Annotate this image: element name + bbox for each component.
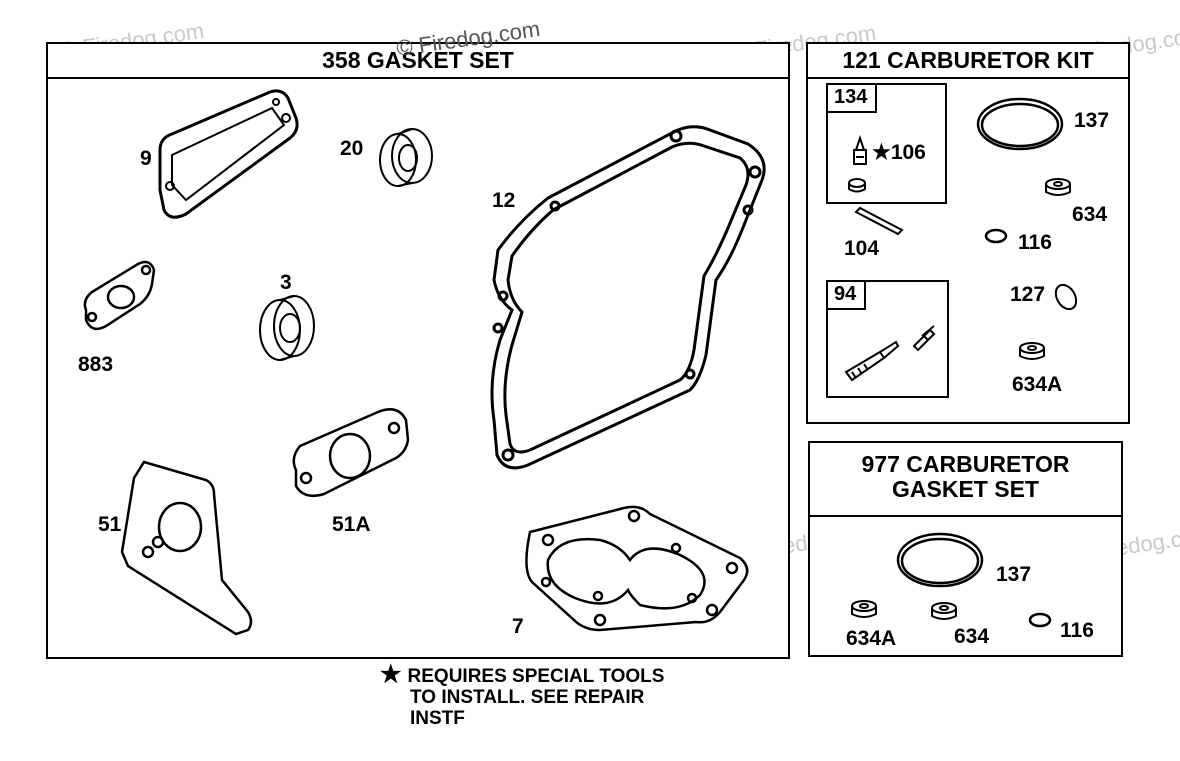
part-137-bowl-gasket	[976, 97, 1064, 151]
carburetor-kit-title: 121 CARBURETOR KIT	[808, 44, 1128, 79]
part-12-crankcase-gasket	[490, 125, 766, 470]
note-line-3: INSTF	[410, 708, 465, 729]
part-634a-washer	[1019, 342, 1045, 360]
gasket-634a	[851, 600, 877, 618]
kit-94-tag: 94	[828, 282, 867, 310]
gasket-634	[931, 602, 957, 620]
kit-94-box: 94	[826, 280, 949, 398]
label-12: 12	[492, 189, 516, 212]
part-134-seat	[848, 178, 866, 193]
label-104: 104	[844, 237, 880, 260]
part-51-spacer-gasket	[120, 460, 253, 636]
part-104-pin	[854, 206, 904, 236]
part-106-inlet-needle	[853, 134, 867, 165]
part-634-washer	[1045, 178, 1071, 196]
label-51a: 51A	[332, 513, 371, 536]
label-634: 634	[1072, 203, 1108, 226]
carburetor-gasket-set-panel: 977 CARBURETOR GASKET SET	[808, 441, 1123, 657]
carburetor-gasket-title-line2: GASKET SET	[892, 476, 1039, 502]
part-116-oring	[984, 228, 1008, 244]
carburetor-kit-panel: 121 CARBURETOR KIT	[806, 42, 1130, 424]
part-20-oil-seal	[379, 128, 433, 187]
part-127-welch-plug	[1054, 283, 1078, 311]
label-116: 116	[1018, 231, 1052, 254]
label-20: 20	[340, 137, 364, 160]
label-127: 127	[1010, 283, 1046, 306]
label-106: ★106	[872, 141, 926, 164]
part-94-mixture-screw	[844, 325, 936, 382]
label-9: 9	[140, 147, 152, 170]
part-3-oil-seal	[259, 295, 315, 361]
label-3: 3	[280, 271, 292, 294]
gasket-137	[896, 532, 984, 588]
label-883: 883	[78, 353, 114, 376]
label-634a: 634A	[1012, 373, 1063, 396]
star-icon: ★	[380, 661, 402, 688]
part-883-intake-gasket	[83, 260, 156, 331]
note-line-2: TO INSTALL. SEE REPAIR	[410, 687, 645, 708]
gasket-label-634: 634	[954, 625, 990, 648]
label-137: 137	[1074, 109, 1110, 132]
label-51: 51	[98, 513, 122, 536]
special-tools-note: ★REQUIRES SPECIAL TOOLS TO INSTALL. SEE …	[380, 661, 665, 730]
kit-134-tag: 134	[828, 85, 878, 113]
note-line-1: REQUIRES SPECIAL TOOLS	[407, 666, 665, 687]
gasket-set-panel: 358 GASKET SET	[46, 42, 790, 659]
gasket-set-title: 358 GASKET SET	[48, 44, 788, 79]
part-9-valve-cover-gasket	[158, 89, 299, 219]
kit-134-box: 134	[826, 83, 947, 204]
label-7: 7	[512, 615, 524, 638]
part-51a-intake-gasket	[292, 408, 410, 497]
gasket-label-634a: 634A	[846, 627, 897, 650]
gasket-label-116: 116	[1060, 619, 1094, 642]
gasket-116	[1028, 612, 1052, 628]
gasket-label-137: 137	[996, 563, 1032, 586]
part-7-head-gasket	[525, 505, 749, 632]
carburetor-gasket-set-title: 977 CARBURETOR GASKET SET	[810, 443, 1121, 517]
carburetor-gasket-title-line1: 977 CARBURETOR	[861, 451, 1070, 477]
